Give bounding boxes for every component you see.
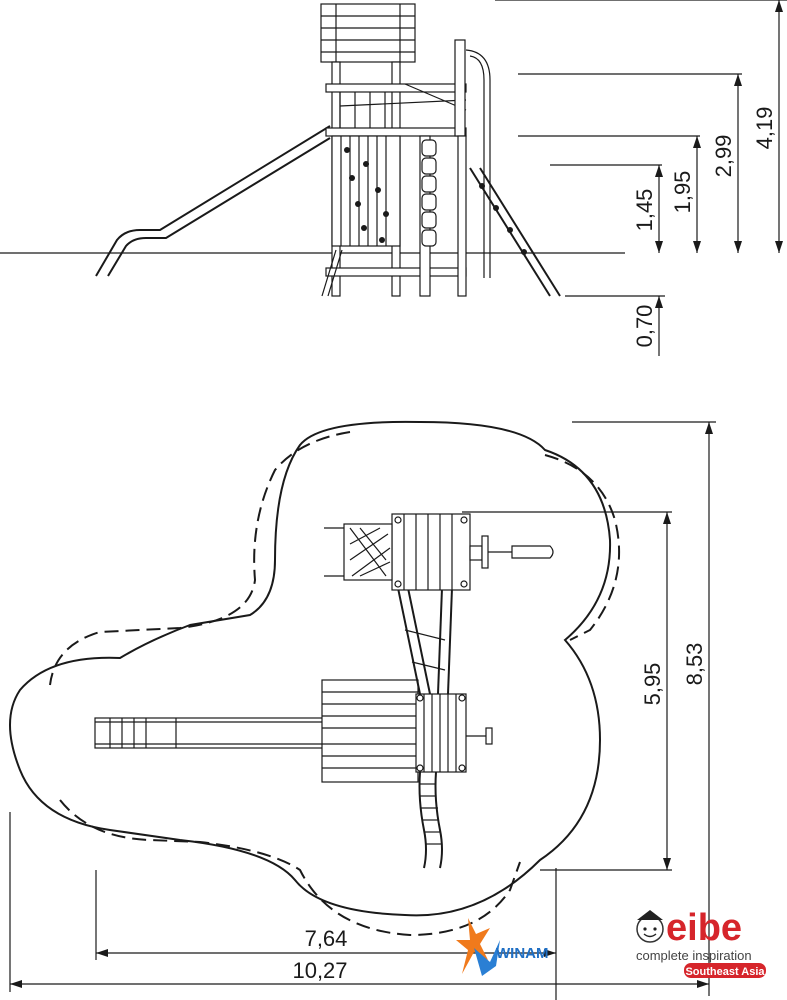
- winam-star-icon: [456, 918, 490, 974]
- dim-4-19: 4,19: [752, 107, 777, 150]
- telescope-plan: [469, 535, 554, 569]
- eibe-wordmark: eibe: [666, 907, 742, 949]
- eibe-region-badge: [684, 963, 766, 978]
- log-tunnel-plan: [418, 771, 443, 869]
- dim-8-53: 8,53: [682, 643, 707, 686]
- dim-2-99: 2,99: [711, 135, 736, 178]
- height-dimensions: [495, 0, 787, 356]
- eibe-tagline: complete inspiration: [636, 948, 752, 963]
- dim-10-27: 10,27: [292, 958, 347, 983]
- bridge-plan: [397, 587, 453, 695]
- upper-platform-plan: [391, 513, 471, 591]
- eibe-logo: eibe complete inspiration Southeast Asia: [636, 907, 766, 978]
- safety-zone-outline: [9, 420, 612, 917]
- dim-0-70: 0,70: [632, 305, 657, 348]
- dim-1-95: 1,95: [670, 171, 695, 214]
- slide-plan: [94, 717, 326, 749]
- side-elevation: 4,19 2,99 1,95 1,45 0,70: [0, 0, 787, 356]
- ladder-side: [469, 167, 561, 297]
- slide-side: [95, 125, 331, 277]
- lower-roof-plan: [321, 679, 419, 783]
- eibe-region: Southeast Asia: [685, 966, 765, 978]
- plan-view: 5,95 8,53 7,64 10,27: [9, 420, 716, 1000]
- lower-platform-plan: [415, 693, 493, 773]
- net-climber-plan: [324, 523, 393, 581]
- dim-1-45: 1,45: [632, 189, 657, 232]
- winam-wordmark: WINAM: [496, 945, 549, 962]
- impact-area-dashed: [49, 431, 621, 937]
- climbing-wall-side: [331, 135, 401, 247]
- log-climber-side: [421, 139, 437, 247]
- dim-7-64: 7,64: [305, 926, 348, 951]
- winam-logo: WINAM: [456, 918, 549, 976]
- tower-roof-side: [320, 3, 416, 63]
- dim-5-95: 5,95: [640, 663, 665, 706]
